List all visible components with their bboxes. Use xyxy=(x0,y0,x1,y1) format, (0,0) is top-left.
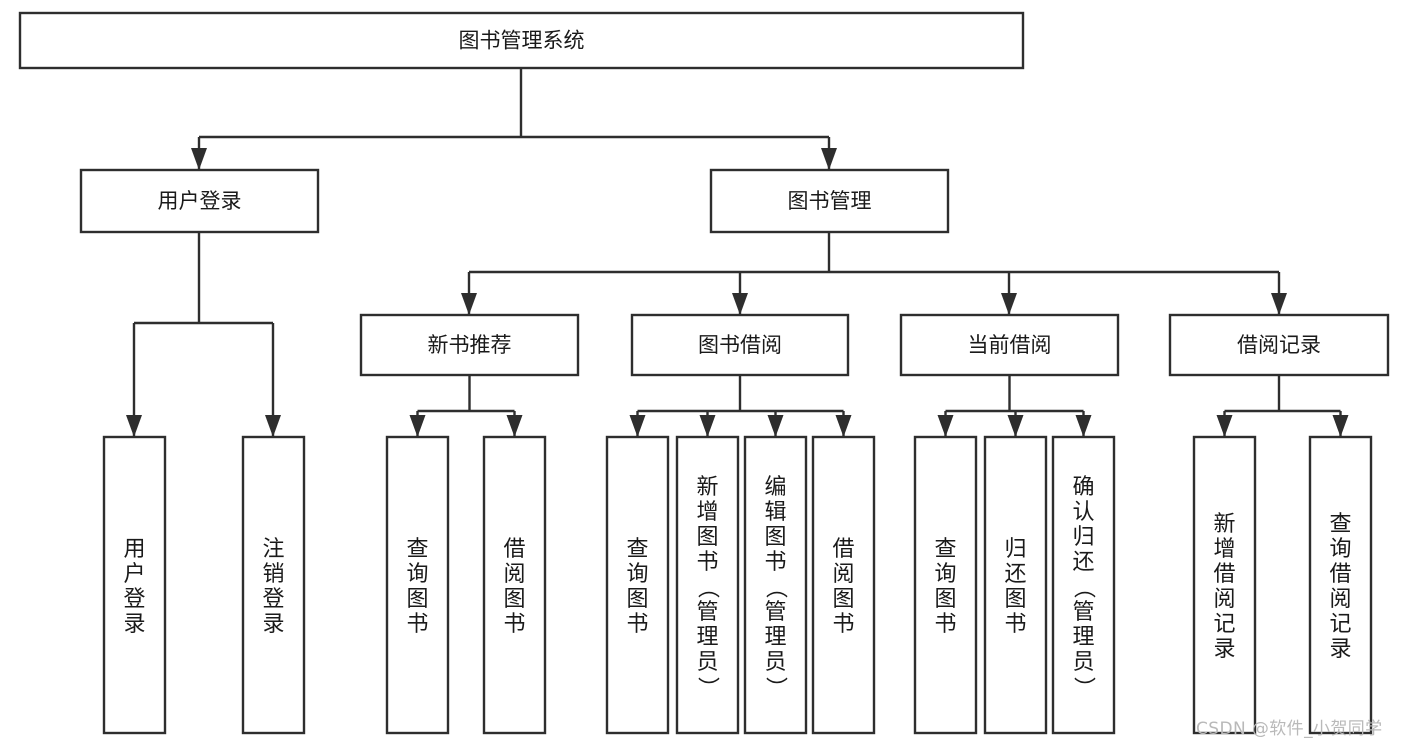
arrow-to-book-management-icon xyxy=(821,148,837,170)
arrow-to-leaf-leaf-query-borrow-record-icon xyxy=(1332,415,1349,437)
node-box-leaf-borrow-book[interactable] xyxy=(811,435,876,735)
arrow-to-leaf-leaf-add-borrow-record-icon xyxy=(1216,415,1233,437)
node-box-layer xyxy=(18,11,1390,735)
arrow-to-l3-2-icon xyxy=(1001,293,1017,315)
node-box-current-borrow[interactable] xyxy=(899,313,1120,377)
arrow-to-leaf-leaf-borrow-book-recommend-icon xyxy=(506,415,523,437)
node-box-user-login[interactable] xyxy=(79,168,320,234)
node-box-leaf-borrow-book-recommend[interactable] xyxy=(482,435,547,735)
arrow-to-l3-1-icon xyxy=(732,293,748,315)
node-box-new-book-recommend[interactable] xyxy=(359,313,580,377)
arrow-to-leaf-leaf-edit-book-admin-icon xyxy=(767,415,784,437)
node-label-borrow-record: 借阅记录 xyxy=(1237,333,1321,357)
node-label-current-borrow: 当前借阅 xyxy=(968,333,1052,357)
node-box-leaf-query-borrow-record[interactable] xyxy=(1308,435,1373,735)
node-box-book-borrow[interactable] xyxy=(630,313,850,377)
node-box-book-management[interactable] xyxy=(709,168,950,234)
node-box-leaf-add-borrow-record[interactable] xyxy=(1192,435,1257,735)
node-box-borrow-record[interactable] xyxy=(1168,313,1390,377)
arrow-to-leaf-leaf-confirm-return-admin-icon xyxy=(1075,415,1092,437)
arrow-to-leaf-leaf-add-book-admin-icon xyxy=(699,415,716,437)
node-box-leaf-add-book-admin[interactable] xyxy=(675,435,740,735)
arrow-to-leaf-leaf-query-book-recommend-icon xyxy=(409,415,426,437)
node-label-new-book-recommend: 新书推荐 xyxy=(428,333,512,357)
arrow-to-l3-3-icon xyxy=(1271,293,1287,315)
node-box-leaf-query-book-recommend[interactable] xyxy=(385,435,450,735)
arrow-to-leaf-leaf-query-book-current-icon xyxy=(937,415,954,437)
node-box-root[interactable] xyxy=(18,11,1025,70)
arrow-to-user-login-icon xyxy=(191,148,207,170)
node-box-leaf-query-book-borrow[interactable] xyxy=(605,435,670,735)
arrow-to-leaf-leaf-return-book-icon xyxy=(1007,415,1024,437)
node-label-book-management: 图书管理 xyxy=(788,189,872,213)
connector-layer xyxy=(126,68,1349,437)
arrow-to-user-leaf-1-icon xyxy=(265,415,281,437)
node-label-book-borrow: 图书借阅 xyxy=(698,333,782,357)
arrow-to-leaf-leaf-borrow-book-icon xyxy=(835,415,852,437)
node-box-leaf-edit-book-admin[interactable] xyxy=(743,435,808,735)
node-box-leaf-return-book[interactable] xyxy=(983,435,1048,735)
node-box-leaf-confirm-return-admin[interactable] xyxy=(1051,435,1116,735)
arrow-to-l3-0-icon xyxy=(461,293,477,315)
node-label-user-login: 用户登录 xyxy=(158,189,242,213)
node-box-leaf-logout[interactable] xyxy=(241,435,306,735)
node-box-leaf-user-login[interactable] xyxy=(102,435,167,735)
node-box-leaf-query-book-current[interactable] xyxy=(913,435,978,735)
arrow-to-user-leaf-0-icon xyxy=(126,415,142,437)
arrow-to-leaf-leaf-query-book-borrow-icon xyxy=(629,415,646,437)
node-label-root: 图书管理系统 xyxy=(459,29,585,53)
